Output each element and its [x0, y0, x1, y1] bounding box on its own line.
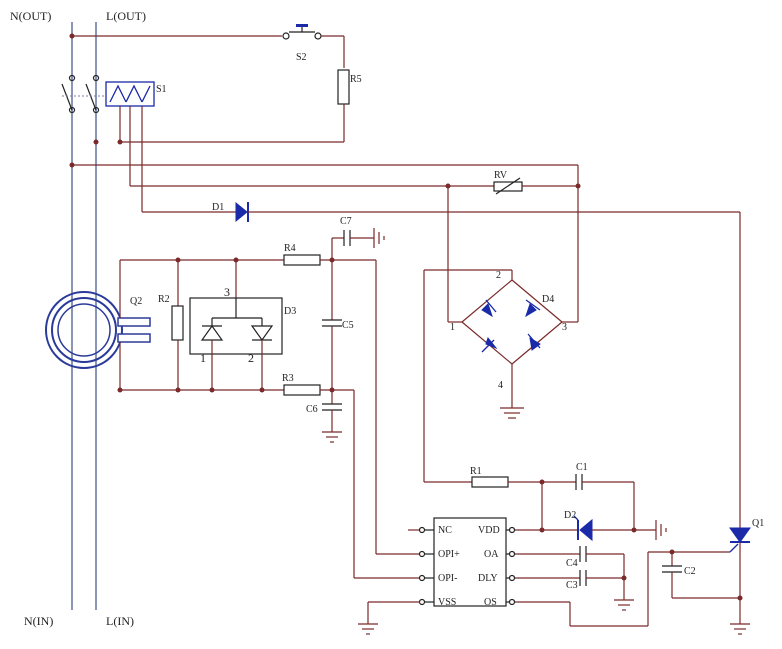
ic-pin-vss: VSS [438, 597, 456, 608]
c6-label: C6 [306, 404, 318, 415]
varistor-rv [130, 177, 578, 195]
junction-dot [539, 527, 545, 533]
c2-label: C2 [684, 566, 696, 577]
test-button-s2 [72, 24, 345, 68]
junction-dot [233, 257, 239, 263]
s2-label: S2 [296, 52, 307, 63]
junction-dot [259, 387, 265, 393]
l-in-label: L(IN) [106, 614, 134, 628]
r2-label: R2 [158, 294, 170, 305]
capacitor-c6 [322, 390, 342, 443]
capacitor-c4 [515, 546, 624, 562]
junction-dot [69, 162, 75, 168]
os-output-wire [515, 551, 672, 627]
n-out-label: N(OUT) [10, 9, 51, 23]
q1-label: Q1 [752, 518, 764, 529]
breaker-s1 [61, 74, 155, 212]
s1-label: S1 [156, 84, 167, 95]
junction-dot [175, 387, 181, 393]
r5-label: R5 [350, 74, 362, 85]
vss-ground [358, 601, 420, 635]
ic-pin-opi-plus: OPI+ [438, 549, 460, 560]
q2-label: Q2 [130, 296, 142, 307]
ic-pin-vdd: VDD [478, 525, 500, 536]
junction-dot [621, 575, 627, 581]
d4-pin1-label: 1 [450, 322, 455, 333]
junction-dot [93, 139, 99, 145]
resistor-r4 [283, 254, 376, 266]
capacitor-c2 [662, 552, 740, 599]
resistor-r3 [283, 384, 354, 396]
r1-label: R1 [470, 466, 482, 477]
junction-dot [69, 33, 75, 39]
ic-pin-nc: NC [438, 525, 452, 536]
r3-label: R3 [282, 373, 294, 384]
capacitor-c1 [575, 474, 635, 530]
c4-label: C4 [566, 558, 578, 569]
zener-d2 [515, 482, 667, 542]
ic-pin-dly: DLY [478, 573, 498, 584]
c7-label: C7 [340, 216, 352, 227]
c5-label: C5 [342, 320, 354, 331]
current-transformer-q2 [45, 260, 151, 390]
r4-label: R4 [284, 243, 296, 254]
l-out-label: L(OUT) [106, 9, 146, 23]
diode-d1 [142, 201, 741, 528]
d3-pin3-label: 3 [224, 285, 230, 299]
junction-dot [117, 387, 123, 393]
junction-dot [737, 595, 743, 601]
d3-pin2-label: 2 [248, 351, 254, 365]
sensor-network [120, 259, 284, 391]
d4-label: D4 [542, 294, 554, 305]
rv-label: RV [494, 170, 508, 181]
detector-ic [408, 517, 516, 607]
c3-label: C3 [566, 580, 578, 591]
resistor-r5 [120, 69, 350, 143]
d4-pin4-label: 4 [498, 380, 503, 391]
ground-symbol [500, 407, 524, 419]
ic-pin-oa: OA [484, 549, 499, 560]
junction-dot [209, 387, 215, 393]
ic-pin-os: OS [484, 597, 497, 608]
d3-label: D3 [284, 306, 296, 317]
capacitor-c7 [331, 228, 385, 260]
d2-label: D2 [564, 510, 576, 521]
ic-pin-opi-minus: OPI- [438, 573, 457, 584]
c1-label: C1 [576, 462, 588, 473]
n-in-label: N(IN) [24, 614, 53, 628]
d1-label: D1 [212, 202, 224, 213]
junction-dot [631, 527, 637, 533]
d4-pin3-label: 3 [562, 322, 567, 333]
d4-pin2-label: 2 [496, 270, 501, 281]
resistor-r1 [424, 476, 576, 488]
bridge-rectifier-d4 [423, 186, 579, 482]
capacitor-c5 [322, 260, 342, 390]
d3-pin1-label: 1 [200, 351, 206, 365]
junction-dot [175, 257, 181, 263]
scr-q1 [672, 527, 751, 635]
